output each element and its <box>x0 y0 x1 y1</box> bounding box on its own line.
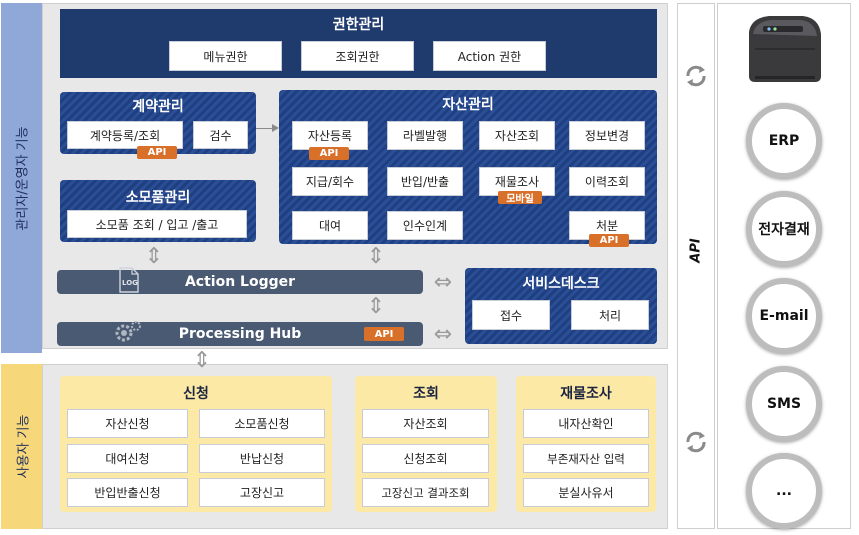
request-return[interactable]: 반납신청 <box>199 444 325 473</box>
consumable-title: 소모품관리 <box>125 190 191 206</box>
action-logger-bar: Action Logger <box>57 270 423 294</box>
servicedesk-process[interactable]: 처리 <box>571 300 649 330</box>
asset-register-api-badge: API <box>309 147 349 160</box>
log-file-icon: LOG <box>118 267 140 293</box>
processing-hub-label: Processing Hub <box>178 326 302 342</box>
servicedesk-receipt[interactable]: 접수 <box>472 300 550 330</box>
inquiry-title: 조회 <box>413 386 439 402</box>
inventory-loss-report[interactable]: 분실사유서 <box>523 478 649 507</box>
request-rental[interactable]: 대여신청 <box>67 444 188 473</box>
request-consumable[interactable]: 소모품신청 <box>199 409 325 438</box>
double-arrow-icon: ⇕ <box>366 243 386 269</box>
api-strip <box>677 3 715 529</box>
log-icon-text: LOG <box>122 279 138 287</box>
request-in-out[interactable]: 반입반출신청 <box>67 478 188 507</box>
inventory-nonexistent-input[interactable]: 부존재자산 입력 <box>523 444 649 473</box>
asset-inventory-mobile-badge: 모바일 <box>498 191 542 205</box>
asset-register[interactable]: 자산등록 <box>292 121 368 150</box>
inventory-my-asset[interactable]: 내자산확인 <box>523 409 649 438</box>
sync-icon <box>682 428 710 456</box>
servicedesk-title: 서비스데스크 <box>522 276 600 292</box>
asset-search[interactable]: 자산조회 <box>479 121 555 150</box>
asset-title: 자산관리 <box>442 97 494 113</box>
contract-inspection[interactable]: 검수 <box>193 121 248 149</box>
permission-inquiry[interactable]: 조회권한 <box>301 41 414 71</box>
asset-panel: 자산관리 자산등록 라벨발행 자산조회 정보변경 지급/회수 반입/반출 재물조… <box>279 90 657 247</box>
user-side-label-text: 사용자 기능 <box>16 414 31 479</box>
inquiry-failure-result[interactable]: 고장신고 결과조회 <box>362 478 489 507</box>
integration-more[interactable]: ... <box>746 453 822 529</box>
integration-e-approval[interactable]: 전자결재 <box>746 191 822 267</box>
integration-erp[interactable]: ERP <box>746 103 822 179</box>
double-arrow-icon: ⇔ <box>433 321 453 347</box>
api-label: API <box>677 220 715 280</box>
inquiry-panel: 조회 자산조회 신청조회 고장신고 결과조회 <box>355 376 497 512</box>
servicedesk-panel: 서비스데스크 접수 처리 <box>465 268 657 344</box>
inventory-check-panel: 재물조사 내자산확인 부존재자산 입력 분실사유서 <box>516 376 656 512</box>
gear-icon <box>112 318 144 348</box>
api-label-text: API <box>688 237 704 263</box>
integration-sms[interactable]: SMS <box>746 366 822 442</box>
permission-action[interactable]: Action 권한 <box>433 41 546 71</box>
contract-register[interactable]: 계약등록/조회 <box>67 121 183 149</box>
permission-panel: 권한관리 메뉴권한 조회권한 Action 권한 <box>60 9 657 78</box>
processing-hub-api-badge: API <box>364 327 404 341</box>
sync-icon <box>682 62 710 90</box>
double-arrow-icon: ⇕ <box>366 293 386 319</box>
request-failure-report[interactable]: 고장신고 <box>199 478 325 507</box>
action-logger-label: Action Logger <box>184 274 296 290</box>
double-arrow-icon: ⇕ <box>192 347 212 373</box>
permission-title: 권한관리 <box>332 17 385 33</box>
asset-dispose-api-badge: API <box>589 234 629 247</box>
user-side-label: 사용자 기능 <box>1 364 42 529</box>
admin-side-label: 관리자/운영자 기능 <box>1 3 42 353</box>
inquiry-request[interactable]: 신청조회 <box>362 444 489 473</box>
permission-menu[interactable]: 메뉴권한 <box>169 41 282 71</box>
contract-panel: 계약관리 계약등록/조회 검수 API <box>60 92 256 159</box>
double-arrow-icon: ⇕ <box>144 243 164 269</box>
asset-issue-return[interactable]: 지급/회수 <box>292 167 368 196</box>
double-arrow-icon: ⇔ <box>433 269 453 295</box>
contract-asset-connector <box>256 128 276 129</box>
asset-in-out[interactable]: 반입/반출 <box>387 167 463 196</box>
integration-email[interactable]: E-mail <box>746 278 822 354</box>
asset-handover[interactable]: 인수인계 <box>387 211 463 240</box>
request-panel: 신청 자산신청 소모품신청 대여신청 반납신청 반입반출신청 고장신고 <box>60 376 332 512</box>
printer-icon <box>741 8 827 86</box>
contract-title: 계약관리 <box>132 99 184 115</box>
request-asset[interactable]: 자산신청 <box>67 409 188 438</box>
inventory-check-title: 재물조사 <box>560 386 612 402</box>
inquiry-asset[interactable]: 자산조회 <box>362 409 489 438</box>
asset-info-change[interactable]: 정보변경 <box>569 121 645 150</box>
request-title: 신청 <box>183 386 209 402</box>
admin-side-label-text: 관리자/운영자 기능 <box>16 125 32 231</box>
consumable-item[interactable]: 소모품 조회 / 입고 /출고 <box>67 210 247 238</box>
asset-label-print[interactable]: 라벨발행 <box>387 121 463 150</box>
asset-history[interactable]: 이력조회 <box>569 167 645 196</box>
connector-arrowhead <box>272 124 279 132</box>
contract-api-badge: API <box>137 146 177 159</box>
asset-rental[interactable]: 대여 <box>292 211 368 240</box>
consumable-panel: 소모품관리 소모품 조회 / 입고 /출고 <box>60 180 256 242</box>
